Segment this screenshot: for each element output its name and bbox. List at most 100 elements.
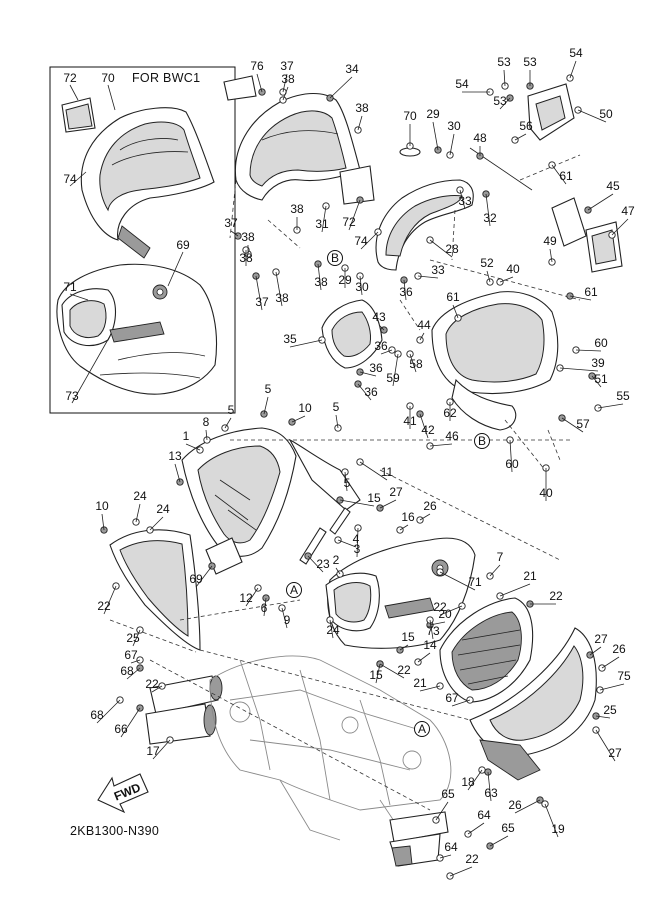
part-number-label: 8 (203, 415, 210, 429)
part-number-label: 9 (284, 613, 291, 627)
leader-line (403, 279, 407, 301)
part-number-label: 38 (314, 275, 328, 289)
leader-line (549, 248, 553, 263)
leader-line (559, 367, 599, 372)
leader-line (263, 396, 269, 415)
part-number-label: 66 (114, 722, 128, 736)
leader-lines-layer (96, 60, 629, 877)
part-number-label: 47 (621, 204, 635, 218)
part-number-label: 10 (298, 401, 312, 415)
part-number-label: 53 (523, 55, 537, 69)
leader-line (486, 270, 491, 283)
part-number-label: 23 (316, 557, 330, 571)
leader-line (514, 799, 541, 814)
inset-lower-cowl (56, 263, 218, 395)
part-number-label: 60 (505, 457, 519, 471)
leader-line (417, 652, 431, 663)
leader-line (544, 803, 559, 838)
part-number-label: 61 (559, 169, 573, 183)
part-number-label: 5 (265, 382, 272, 396)
leader-line (432, 121, 439, 151)
part-number-label: 65 (441, 787, 455, 801)
part-number-label: 38 (275, 291, 289, 305)
leader-line (595, 729, 616, 762)
leader-line (126, 667, 141, 680)
part-number-label: 38 (281, 72, 295, 86)
part-number-label: 7 (497, 550, 504, 564)
leader-line (419, 332, 425, 341)
leader-line (132, 629, 141, 647)
leader-line (281, 607, 288, 629)
leader-line (429, 619, 434, 640)
leader-line (439, 571, 476, 591)
leader-line (291, 415, 306, 423)
part-number-label: 26 (423, 499, 437, 513)
part-number-label: 14 (423, 638, 437, 652)
leader-line (329, 76, 353, 99)
part-number-label: 65 (501, 821, 515, 835)
part-number-label: 44 (417, 318, 431, 332)
part-number-label: 36 (399, 285, 413, 299)
inset-leader-line (167, 251, 184, 287)
part-number-label: 27 (594, 632, 608, 646)
leader-line (256, 73, 263, 93)
leader-line (459, 189, 466, 210)
leader-line (399, 524, 409, 531)
leader-line (591, 375, 602, 388)
leader-line (551, 164, 567, 185)
part-number-label: 53 (493, 94, 507, 108)
leader-line (485, 193, 491, 227)
leader-line (409, 353, 417, 373)
part-number-label: 69 (189, 572, 203, 586)
forward-arrow-icon: FWD (97, 773, 149, 814)
part-number-label: 54 (455, 77, 469, 91)
part-number-label: 59 (386, 371, 400, 385)
part-number-label: 33 (458, 194, 472, 208)
leader-line (380, 349, 393, 355)
leader-line (205, 429, 208, 441)
part-number-label: 76 (250, 59, 264, 73)
part-number-label: 40 (539, 486, 553, 500)
part-number-label: 11 (381, 465, 394, 479)
upper-cowling-assembly (223, 75, 623, 471)
leader-line (130, 659, 141, 664)
leader-line (96, 699, 121, 724)
leader-line (449, 133, 455, 156)
leader-line (378, 324, 385, 331)
inset-upper-cowl (61, 97, 215, 259)
part-number-label: 1 (183, 429, 190, 443)
part-number-label: 21 (413, 676, 427, 690)
part-number-label: 15 (367, 491, 381, 505)
part-number-label: 61 (584, 285, 598, 299)
circled-ref-ring (414, 721, 430, 737)
part-number-label: 38 (355, 101, 369, 115)
part-number-label: 28 (445, 242, 459, 256)
leader-line (589, 646, 602, 656)
part-number-label: 70 (403, 109, 417, 123)
part-number-label: 61 (446, 290, 460, 304)
part-number-label: 21 (523, 569, 537, 583)
part-number-label: 22 (433, 600, 447, 614)
part-number-label: 12 (239, 591, 253, 605)
part-number-label: 51 (594, 372, 608, 386)
part-number-label: 73 (426, 624, 440, 638)
part-number-label: 46 (445, 429, 459, 443)
part-number-label: 57 (576, 417, 590, 431)
part-number-label: 29 (338, 273, 352, 287)
inset-part-label: 69 (176, 238, 190, 252)
part-number-label: 13 (168, 449, 182, 463)
leader-line (230, 230, 239, 237)
leader-line (195, 565, 213, 588)
inset-leader-line (71, 335, 111, 404)
part-number-label: 22 (145, 677, 159, 691)
leader-line (429, 621, 446, 626)
leader-line (392, 353, 399, 387)
part-number-label: 54 (569, 46, 583, 60)
leader-line (339, 499, 375, 507)
part-number-label: 24 (326, 623, 340, 637)
leader-line (467, 769, 483, 791)
leader-line (335, 414, 339, 429)
leader-line (399, 644, 409, 651)
